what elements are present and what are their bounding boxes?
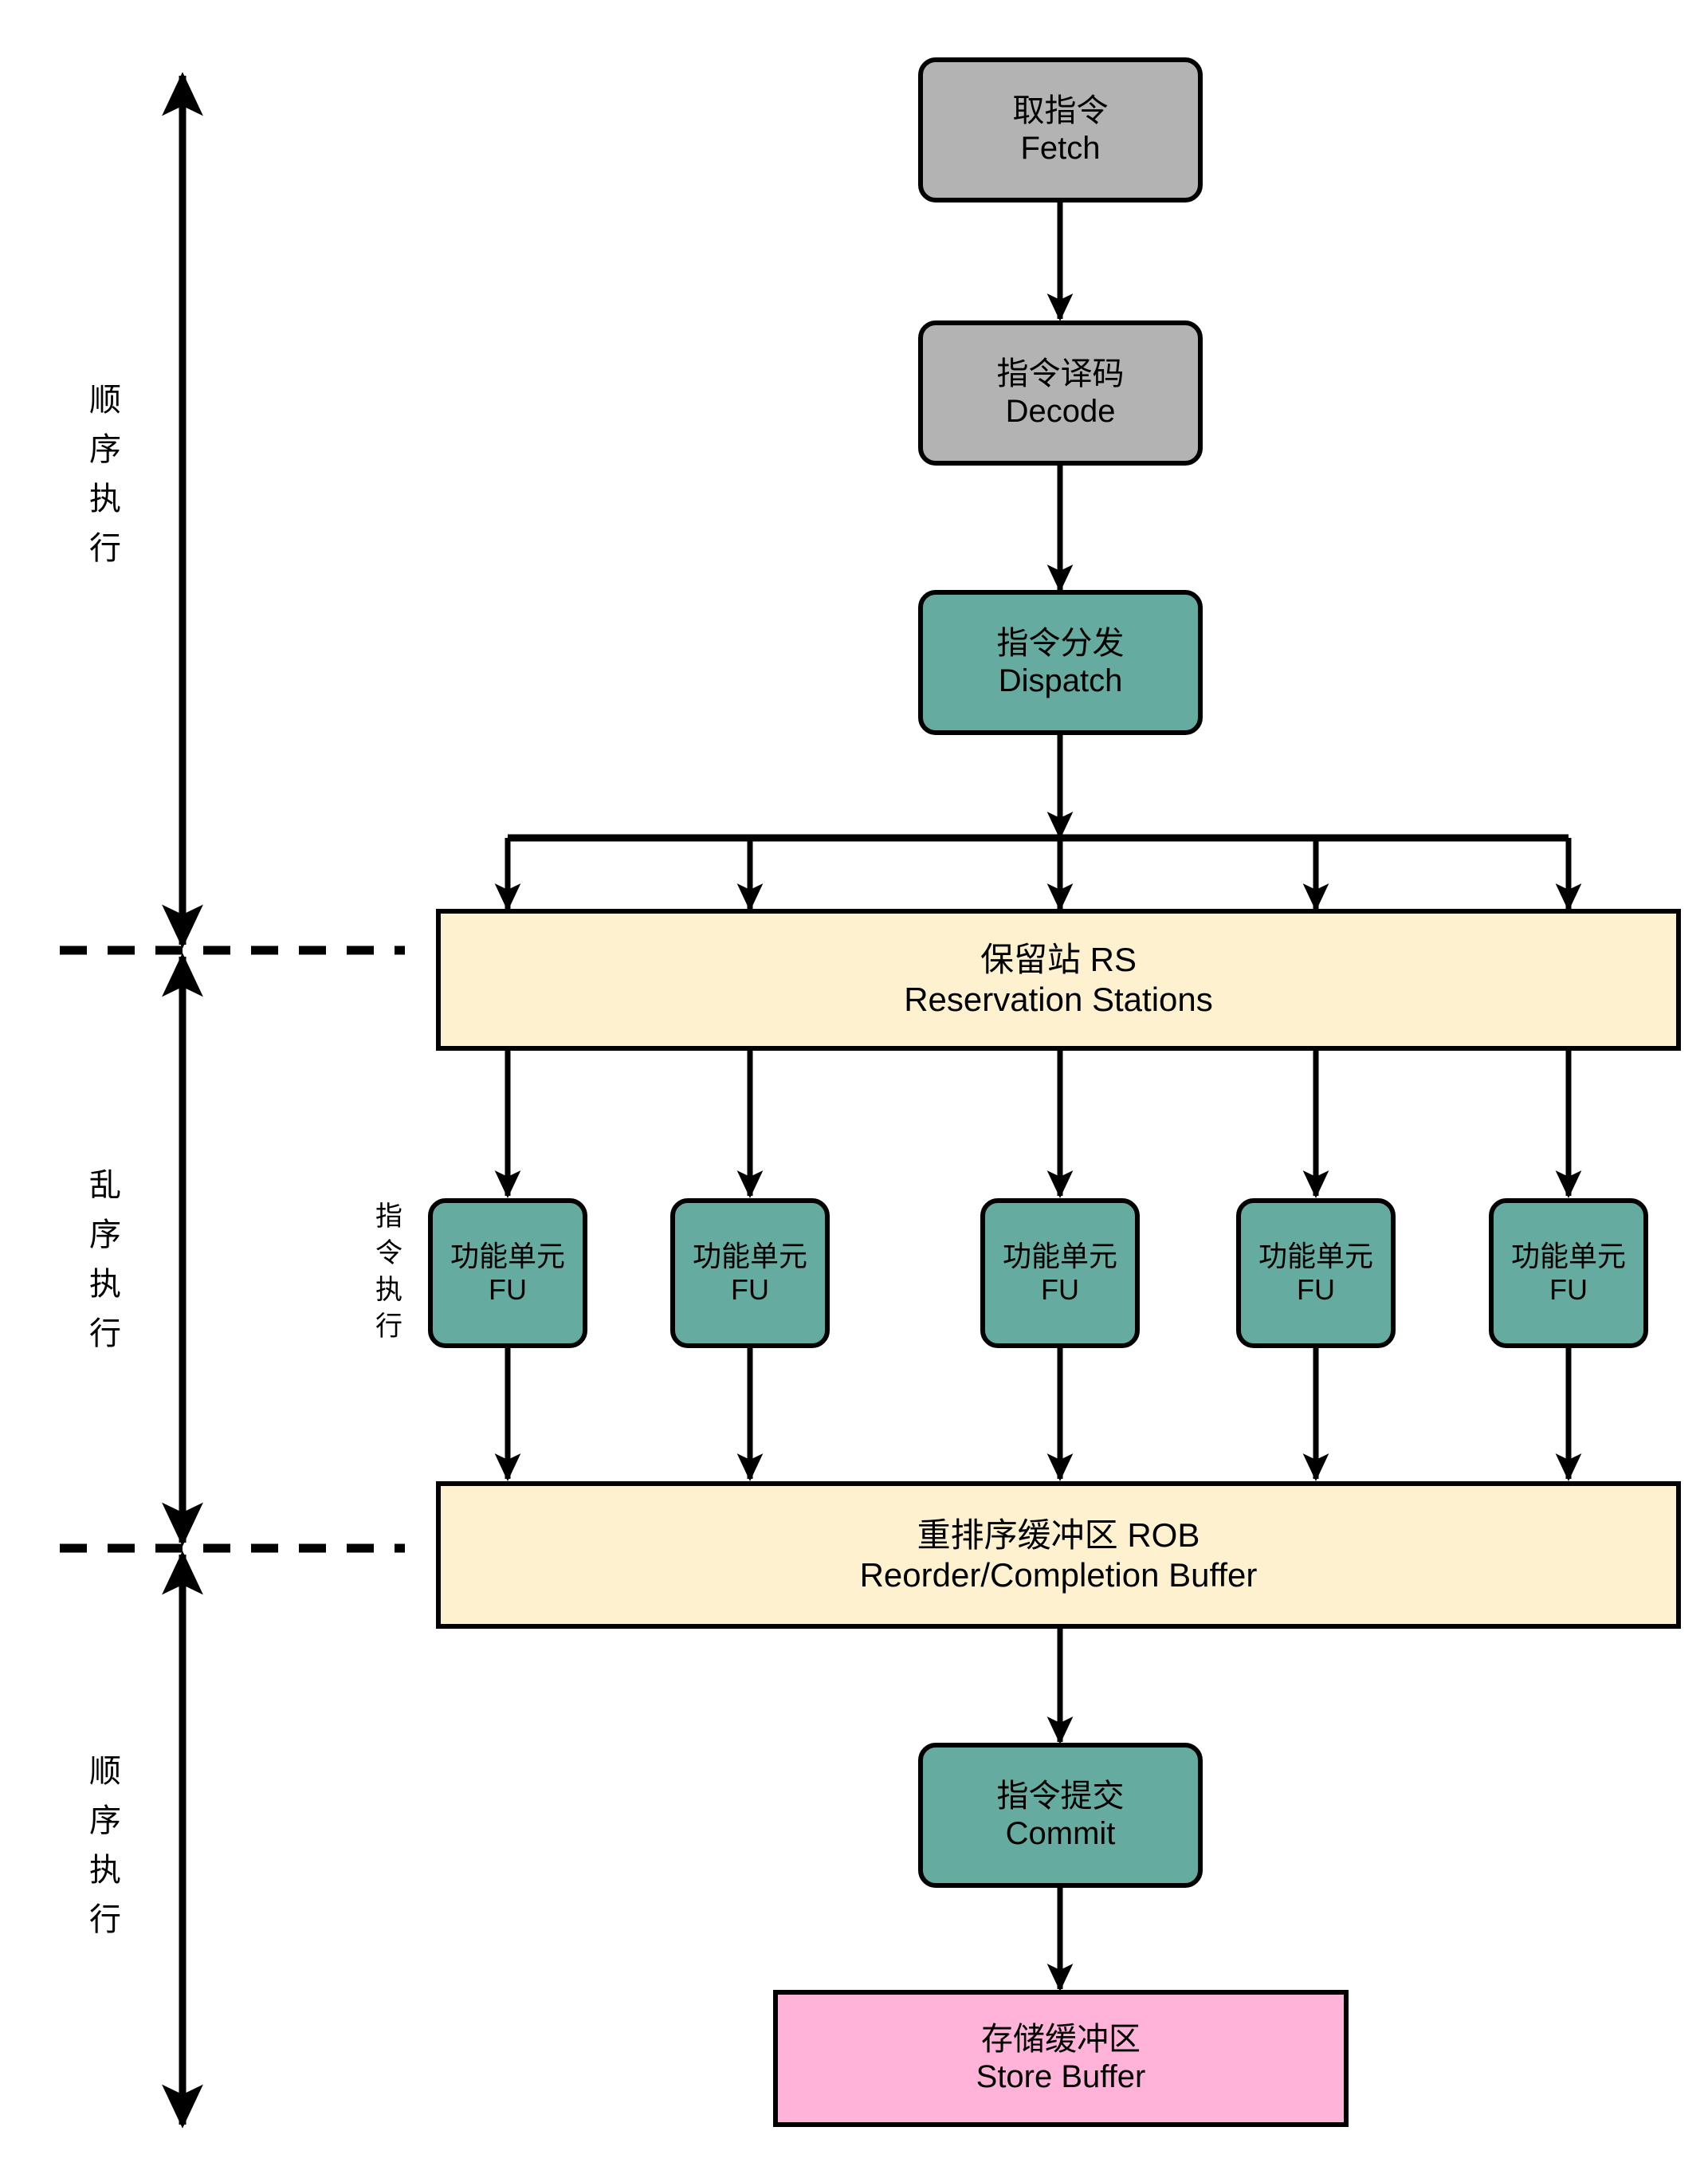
phase-label-in-order-front: 顺 序 执 行 bbox=[57, 343, 153, 606]
fu5-label-en: FU bbox=[1549, 1273, 1588, 1306]
node-decode-label-en: Decode bbox=[1005, 394, 1116, 429]
node-dispatch-label-en: Dispatch bbox=[998, 663, 1123, 698]
node-decode[interactable]: 指令译码 Decode bbox=[918, 320, 1203, 466]
phase-char: 执 bbox=[89, 482, 121, 517]
node-commit-label-cn: 指令提交 bbox=[996, 1778, 1125, 1814]
exec-char: 令 bbox=[375, 1238, 402, 1268]
edges-fu-to-rob bbox=[494, 1347, 1582, 1482]
node-rob-label-en: Reorder/Completion Buffer bbox=[859, 1555, 1258, 1594]
exec-char: 指 bbox=[375, 1201, 402, 1232]
fu1-label-en: FU bbox=[489, 1273, 527, 1306]
node-store-buffer[interactable]: 存储缓冲区 Store Buffer bbox=[773, 1990, 1349, 2127]
phase-char: 执 bbox=[89, 1853, 121, 1888]
node-rs-label-cn: 保留站 RS bbox=[980, 941, 1137, 979]
phase-char: 行 bbox=[89, 1316, 121, 1351]
node-reorder-buffer[interactable]: 重排序缓冲区 ROB Reorder/Completion Buffer bbox=[436, 1481, 1681, 1629]
node-commit[interactable]: 指令提交 Commit bbox=[918, 1743, 1203, 1888]
node-fetch-label-cn: 取指令 bbox=[1012, 92, 1109, 128]
node-dispatch[interactable]: 指令分发 Dispatch bbox=[918, 590, 1203, 735]
exec-char: 执 bbox=[375, 1275, 402, 1305]
execution-stage-label: 指 令 执 行 bbox=[351, 1180, 427, 1363]
fu5-label-cn: 功能单元 bbox=[1510, 1239, 1626, 1272]
node-fetch-label-en: Fetch bbox=[1020, 131, 1101, 166]
phase-char: 序 bbox=[89, 1217, 121, 1252]
phase-char: 执 bbox=[89, 1267, 121, 1302]
node-functional-unit-3[interactable]: 功能单元 FU bbox=[980, 1198, 1140, 1348]
fu2-label-en: FU bbox=[731, 1273, 769, 1306]
phase-char: 序 bbox=[89, 1803, 121, 1838]
node-rob-label-cn: 重排序缓冲区 ROB bbox=[917, 1516, 1200, 1554]
phase-char: 行 bbox=[89, 1902, 121, 1937]
node-functional-unit-5[interactable]: 功能单元 FU bbox=[1489, 1198, 1648, 1348]
node-functional-unit-2[interactable]: 功能单元 FU bbox=[670, 1198, 830, 1348]
edges-bus-to-rs bbox=[494, 838, 1582, 912]
edges-rs-to-fu bbox=[494, 1050, 1582, 1199]
exec-char: 行 bbox=[375, 1311, 402, 1342]
fu3-label-en: FU bbox=[1041, 1273, 1079, 1306]
fu3-label-cn: 功能单元 bbox=[1002, 1239, 1117, 1272]
node-dispatch-label-cn: 指令分发 bbox=[996, 625, 1125, 661]
node-store-buffer-label-en: Store Buffer bbox=[976, 2059, 1146, 2094]
node-commit-label-en: Commit bbox=[1005, 1816, 1116, 1851]
node-functional-unit-1[interactable]: 功能单元 FU bbox=[428, 1198, 587, 1348]
node-fetch[interactable]: 取指令 Fetch bbox=[918, 57, 1203, 202]
phase-label-in-order-back: 顺 序 执 行 bbox=[57, 1714, 153, 1977]
phase-char: 序 bbox=[89, 432, 121, 467]
phase-char: 乱 bbox=[89, 1168, 121, 1203]
fu1-label-cn: 功能单元 bbox=[450, 1239, 565, 1272]
node-reservation-stations[interactable]: 保留站 RS Reservation Stations bbox=[436, 909, 1681, 1051]
node-store-buffer-label-cn: 存储缓冲区 bbox=[981, 2021, 1141, 2057]
fu2-label-cn: 功能单元 bbox=[692, 1239, 807, 1272]
phase-label-out-of-order: 乱 序 执 行 bbox=[57, 1128, 153, 1391]
phase-char: 顺 bbox=[89, 383, 121, 418]
node-rs-label-en: Reservation Stations bbox=[904, 981, 1213, 1018]
node-decode-label-cn: 指令译码 bbox=[996, 356, 1125, 391]
node-functional-unit-4[interactable]: 功能单元 FU bbox=[1236, 1198, 1396, 1348]
fu4-label-en: FU bbox=[1297, 1273, 1335, 1306]
phase-char: 顺 bbox=[89, 1754, 121, 1789]
phase-char: 行 bbox=[89, 531, 121, 566]
fu4-label-cn: 功能单元 bbox=[1258, 1239, 1373, 1272]
